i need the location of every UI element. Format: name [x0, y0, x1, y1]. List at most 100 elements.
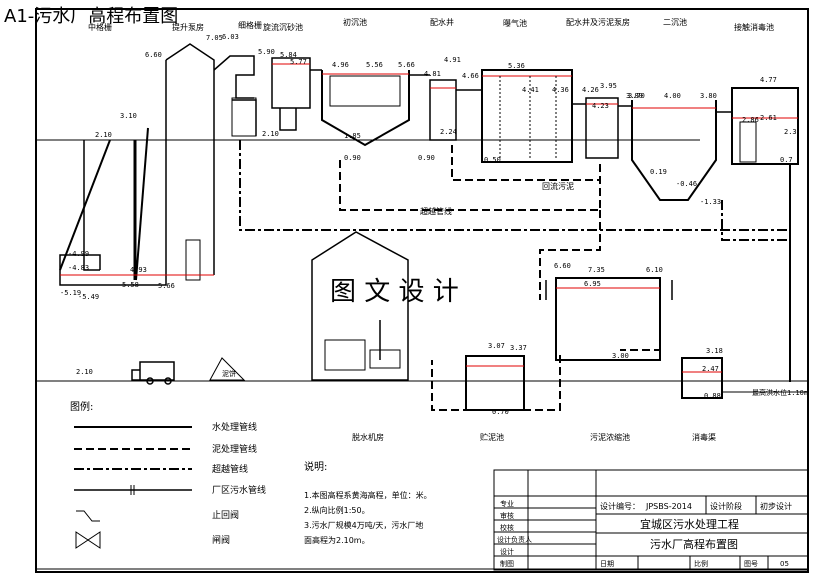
unit-label-contact-channel: 消毒渠 — [692, 432, 716, 442]
elev-label: -0.46 — [676, 180, 697, 188]
stage-value: 初步设计 — [760, 501, 792, 511]
elev-label-river: 最高洪水位1.10m — [752, 388, 808, 397]
elev-label: 0.70 — [492, 408, 509, 416]
elev-label: 0.50 — [484, 156, 501, 164]
unit-label-lift-pump: 提升泵房 — [172, 22, 204, 32]
elev-label: 4.81 — [424, 70, 441, 78]
elev-label: 4.26 — [582, 86, 599, 94]
sludge-cake-pile — [209, 357, 246, 381]
elev-label: 4.96 — [332, 61, 349, 69]
elev-label: 5.36 — [508, 62, 525, 70]
dewatering-house — [311, 231, 409, 381]
drawing-name: 污水厂高程布置图 — [650, 537, 738, 551]
elev-label: 1.85 — [344, 132, 361, 140]
elev-label: 2.86 — [742, 116, 759, 124]
note-line: 1.本图高程系黄海高程，单位：米。 — [304, 490, 432, 500]
elev-label: 2.61 — [760, 114, 777, 122]
elev-label: 0.90 — [418, 154, 435, 162]
notes: 说明: 1.本图高程系黄海高程，单位：米。 2.纵向比例1:50。 3.污水厂规… — [304, 460, 432, 545]
legend-item: 止回阀 — [212, 509, 239, 521]
legend-title: 图例: — [70, 400, 93, 413]
sheet-no: 05 — [780, 560, 789, 568]
unit-label-secondary-clarifier: 二沉池 — [663, 17, 687, 27]
title-block-roles: 专业 审核 校核 设计负责人 设计 制图 — [497, 499, 532, 568]
design-no-label: 设计编号： — [600, 501, 640, 511]
elev-label: 2.3 — [784, 128, 797, 136]
elev-label: 4.41 — [522, 86, 539, 94]
elev-label: 4.00 — [664, 92, 681, 100]
sheet-title: A1-污水厂高程布置图 — [4, 6, 178, 27]
elev-label: 6.60 — [145, 51, 162, 59]
elev-label: 4.23 — [592, 102, 609, 110]
elev-label: 3.95 — [600, 82, 617, 90]
elev-label: 4.66 — [462, 72, 479, 80]
watermark-text: 图 文 设 计 — [330, 277, 459, 307]
elev-label: 3.18 — [706, 347, 723, 355]
elev-label: 5.66 — [398, 61, 415, 69]
return-sludge-label: 回流污泥 — [542, 181, 574, 191]
elev-label: -5.49 — [78, 293, 99, 301]
aeration-tank — [456, 69, 573, 163]
sludge-pump-house — [572, 97, 619, 159]
unit-label-sludge-pump-house: 配水井及污泥泵房 — [566, 17, 630, 27]
elev-label: -4.99 — [68, 250, 89, 258]
sheet-label: 图号 — [744, 560, 758, 568]
fine-screen — [271, 57, 311, 131]
elev-label: -1.33 — [700, 198, 721, 206]
legend-item: 水处理管线 — [212, 421, 257, 433]
elev-label: 5.58 — [122, 281, 139, 289]
unit-label-grit-chamber: 旋流沉砂池 — [263, 22, 303, 32]
note-line: 3.污水厂规模4万吨/天，污水厂地 — [304, 520, 423, 530]
unit-labels-bottom: 脱水机房 贮泥池 污泥浓缩池 消毒渠 — [352, 432, 716, 442]
elev-label: 3.80 — [700, 92, 717, 100]
elev-label: 0.90 — [344, 154, 361, 162]
distribution-well — [409, 74, 457, 141]
legend: 图例: 水处理管线 泥处理管线 超越管线 厂区污水管线 止回阀 闸阀 — [70, 400, 266, 549]
primary-clarifier — [310, 69, 410, 147]
elev-label: -5.19 — [60, 289, 81, 297]
elev-label: 2.10 — [95, 131, 112, 139]
elev-label: 3.70 — [628, 92, 645, 100]
secondary-clarifier — [618, 100, 717, 201]
elevation-labels: 6.60 2.10 3.10 7.05 6.03 5.90 5.84 5.77 … — [60, 33, 808, 416]
check-valve-icon — [76, 510, 100, 522]
date-label: 日期 — [600, 560, 614, 568]
scale-label: 比例 — [694, 559, 708, 568]
elev-label: 5.84 — [280, 51, 297, 59]
sludge-storage-tank — [465, 355, 525, 411]
note-line: 2.纵向比例1:50。 — [304, 505, 370, 515]
role-label: 审核 — [500, 511, 514, 520]
legend-item: 超越管线 — [212, 463, 248, 475]
elev-label: 5.90 — [258, 48, 275, 56]
elev-label: 5.56 — [366, 61, 383, 69]
lift-pump-station — [59, 43, 257, 286]
stage-label: 设计阶段 — [710, 501, 742, 511]
contact-channel — [681, 357, 808, 399]
disinfection-tank — [716, 87, 799, 382]
elev-label: 3.07 — [488, 342, 505, 350]
elev-label: 0.19 — [650, 168, 667, 176]
elev-label: 7.35 — [588, 266, 605, 274]
elev-label: 3.80 — [626, 92, 643, 100]
design-no: JPSBS-2014 — [645, 502, 692, 511]
role-label: 校核 — [500, 523, 514, 532]
elev-label: 4.77 — [760, 76, 777, 84]
title-block — [493, 469, 809, 571]
elev-label: 0.88 — [704, 392, 721, 400]
sludge-truck — [131, 361, 175, 385]
legend-item: 厂区污水管线 — [212, 484, 266, 496]
elev-label: 2.10 — [76, 368, 93, 376]
elev-label: 3.37 — [510, 344, 527, 352]
elev-label: 7.05 — [206, 34, 223, 42]
elev-label: 6.95 — [584, 280, 601, 288]
overflow-pipeline — [239, 140, 790, 241]
role-label: 制图 — [500, 559, 514, 568]
elev-label: 6.60 — [554, 262, 571, 270]
elev-label: -4.83 — [68, 264, 89, 272]
elev-label: 2.10 — [262, 130, 279, 138]
unit-label-sludge-storage: 贮泥池 — [480, 432, 504, 442]
unit-labels-top: 中格栅 提升泵房 细格栅 旋流沉砂池 初沉池 配水井 曝气池 配水井及污泥泵房 … — [88, 17, 774, 32]
elev-label: 3.10 — [120, 112, 137, 120]
unit-label-dewatering: 脱水机房 — [352, 432, 384, 442]
